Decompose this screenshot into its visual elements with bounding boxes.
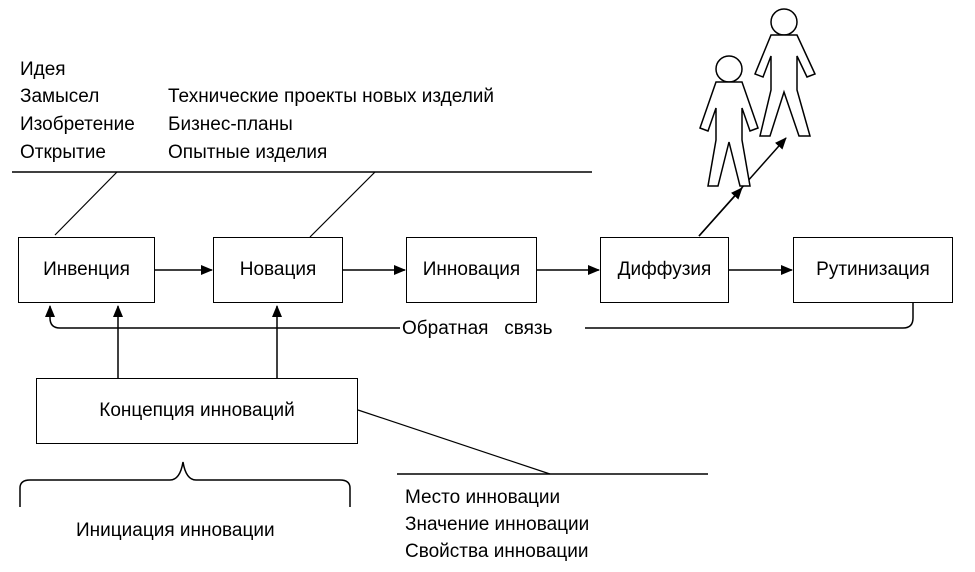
feedback-label: Обратная связь (402, 318, 553, 339)
label-discovery: Открытие (20, 142, 106, 163)
concept-box: Концепция инноваций (36, 378, 358, 444)
connector-invention (54, 171, 118, 236)
label-prototypes: Опытные изделия (168, 142, 328, 163)
person-icon (699, 55, 759, 187)
stage-routinization: Рутинизация (793, 237, 953, 303)
note-place: Место инновации (405, 487, 561, 508)
label-idea: Идея (20, 59, 66, 80)
initiation-brace (19, 461, 351, 507)
label-concept: Замысел (20, 86, 100, 107)
label-invention-item: Изобретение (20, 114, 135, 135)
stage-diffusion: Диффузия (600, 237, 729, 303)
feedback-loop (50, 303, 914, 329)
initiation-label: Инициация инновации (76, 520, 275, 541)
connector-novation (309, 171, 376, 238)
stage-innovation: Инновация (406, 237, 537, 303)
arrow-diffusion-person2 (698, 137, 787, 237)
person-icon (754, 8, 817, 137)
note-properties: Свойства инновации (405, 541, 589, 562)
concept-notes-connector (357, 409, 551, 475)
stage-novation: Новация (213, 237, 343, 303)
label-business-plans: Бизнес-планы (168, 114, 293, 135)
stage-invention: Инвенция (18, 237, 155, 303)
label-technical-projects: Технические проекты новых изделий (168, 86, 495, 107)
note-significance: Значение инновации (405, 514, 590, 535)
